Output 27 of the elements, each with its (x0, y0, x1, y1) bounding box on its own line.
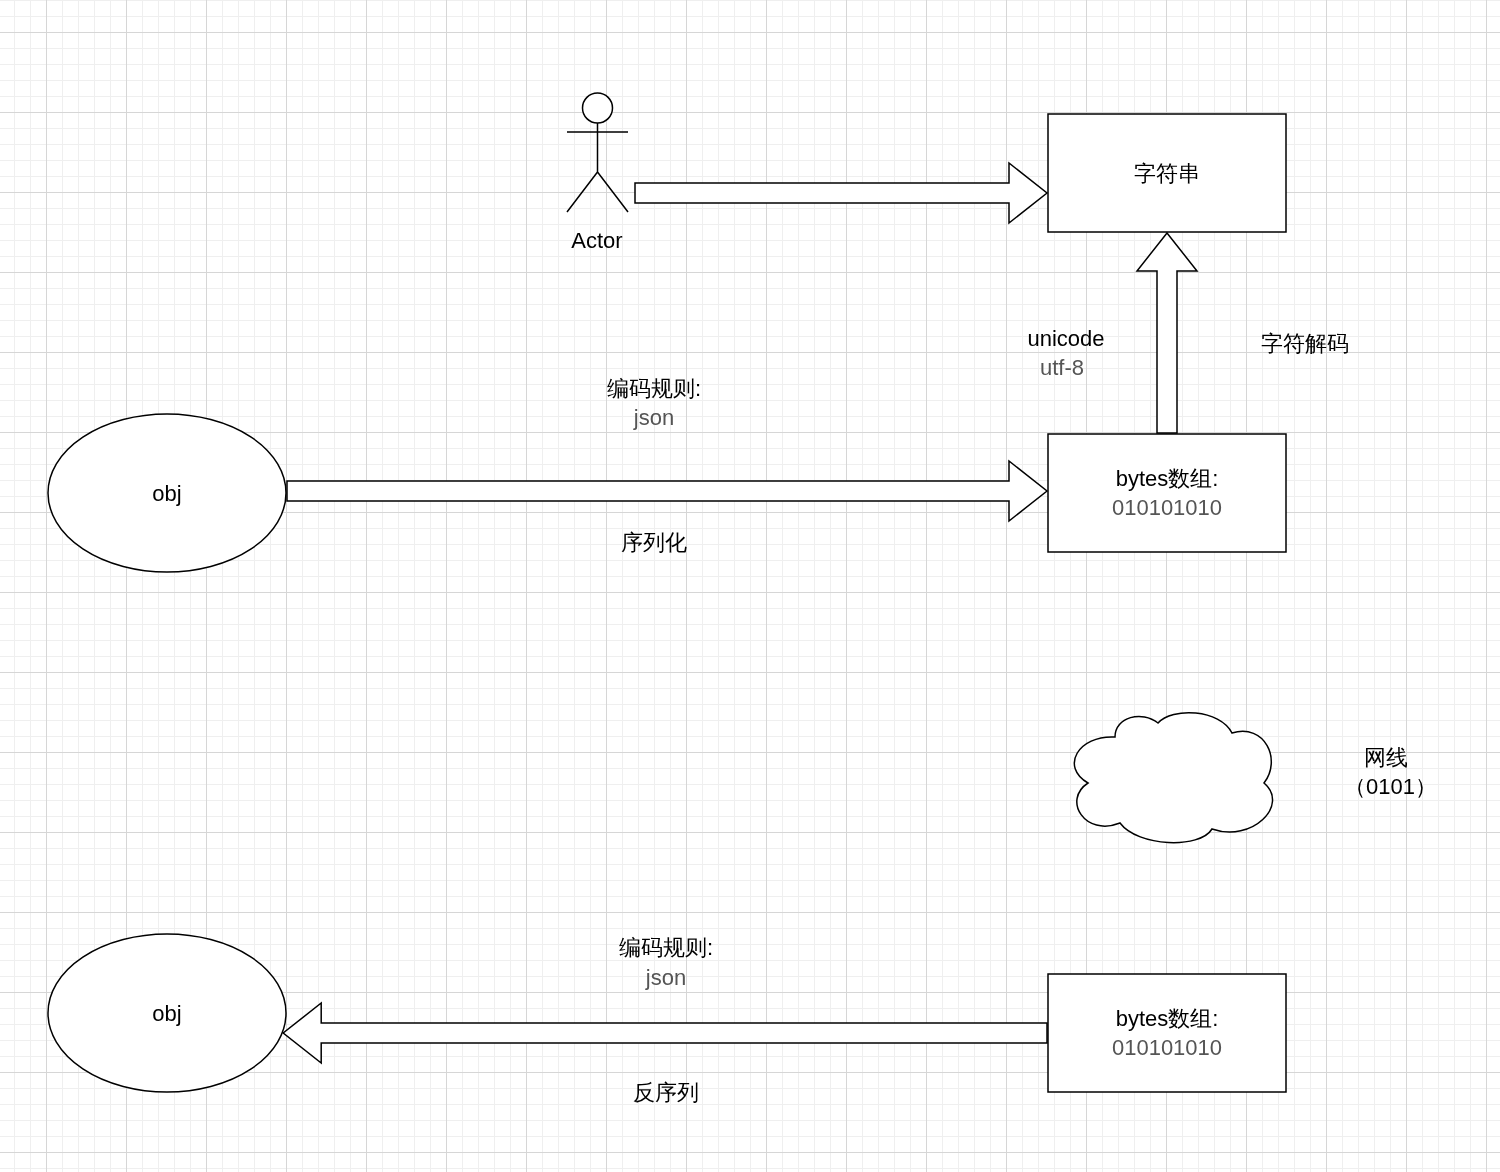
ellipse-node (47, 413, 287, 573)
block-arrow (286, 459, 1049, 523)
ellipse-node (47, 933, 287, 1093)
process-box (1047, 113, 1287, 233)
annotation-text: json (633, 403, 675, 432)
node-label: bytes数组: (1115, 465, 1219, 493)
node-caption: Actor (571, 226, 623, 255)
process-box (1047, 433, 1287, 553)
node-label: bytes数组: (1115, 1005, 1219, 1033)
annotation-text: 反序列 (633, 1078, 699, 1107)
node-label: 010101010 (1111, 1034, 1223, 1062)
annotation-text: 序列化 (621, 528, 687, 557)
node-label: obj (152, 999, 182, 1028)
node-label: 010101010 (1111, 494, 1223, 522)
annotation-text: json (645, 963, 687, 992)
block-arrow (634, 161, 1049, 225)
process-box (1047, 973, 1287, 1093)
node-label: 字符串 (1134, 159, 1200, 188)
node-label: obj (152, 479, 182, 508)
block-arrow (282, 1001, 1048, 1065)
node-caption: 网线（0101） (1344, 744, 1428, 801)
annotation-text: 编码规则: (606, 374, 702, 403)
annotation-text: unicode (1027, 324, 1105, 353)
annotation-text: 字符解码 (1261, 329, 1349, 358)
annotation-text: 编码规则: (618, 933, 714, 962)
annotation-text: utf-8 (1040, 353, 1084, 382)
block-arrow (1135, 231, 1199, 434)
